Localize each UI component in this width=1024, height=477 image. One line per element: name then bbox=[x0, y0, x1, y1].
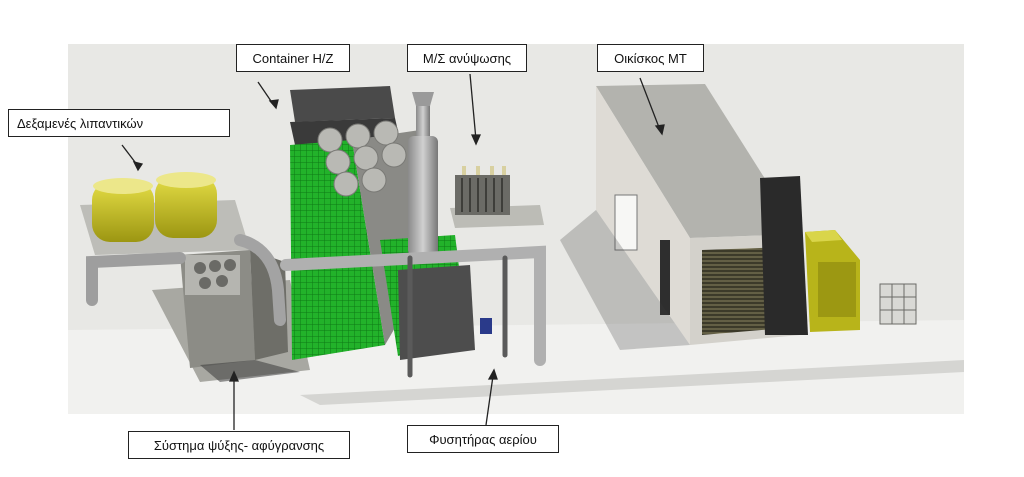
pipework bbox=[86, 234, 546, 378]
label-mv-house: Οικίσκος ΜΤ bbox=[597, 44, 704, 72]
label-cooling-system: Σύστημα ψύξης- αφύγρανσης bbox=[128, 431, 350, 459]
diesel-generator bbox=[760, 176, 860, 335]
label-transformer: Μ/Σ ανύψωσης bbox=[407, 44, 527, 72]
label-gas-blower: Φυσητήρας αερίου bbox=[407, 425, 559, 453]
step-up-transformer bbox=[450, 166, 544, 228]
ibc-tank bbox=[879, 283, 917, 325]
label-lubricant-tanks: Δεξαμενές λιπαντικών bbox=[8, 109, 230, 137]
leader-arrows bbox=[121, 73, 665, 430]
exhaust-chimney bbox=[408, 92, 438, 256]
lubricant-tanks bbox=[80, 172, 250, 255]
label-container: Container H/Z bbox=[236, 44, 350, 72]
